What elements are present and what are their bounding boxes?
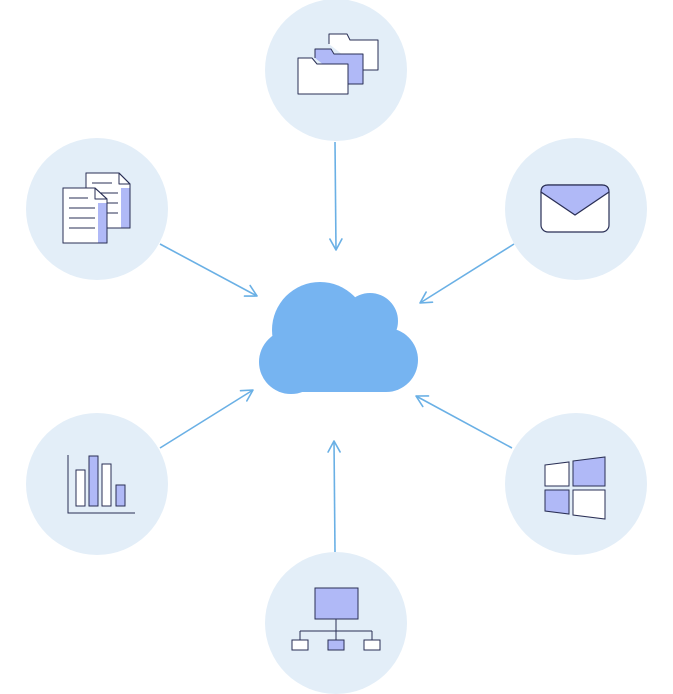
bar-chart-icon bbox=[67, 455, 135, 514]
arrow-from-top-left bbox=[159, 243, 258, 297]
arrow-from-bottom bbox=[327, 440, 341, 553]
documents-icon bbox=[62, 172, 131, 244]
windows-icon bbox=[544, 456, 606, 520]
network-icon bbox=[291, 587, 381, 651]
arrow-from-top-right bbox=[419, 243, 515, 304]
cloud-icon bbox=[259, 282, 418, 394]
arrow-from-top bbox=[329, 141, 343, 251]
arrow-from-bottom-right bbox=[415, 395, 513, 449]
arrow-from-bottom-left bbox=[159, 389, 254, 449]
folders-icon bbox=[297, 33, 379, 95]
envelope-icon bbox=[540, 184, 610, 233]
arrows bbox=[159, 141, 515, 553]
